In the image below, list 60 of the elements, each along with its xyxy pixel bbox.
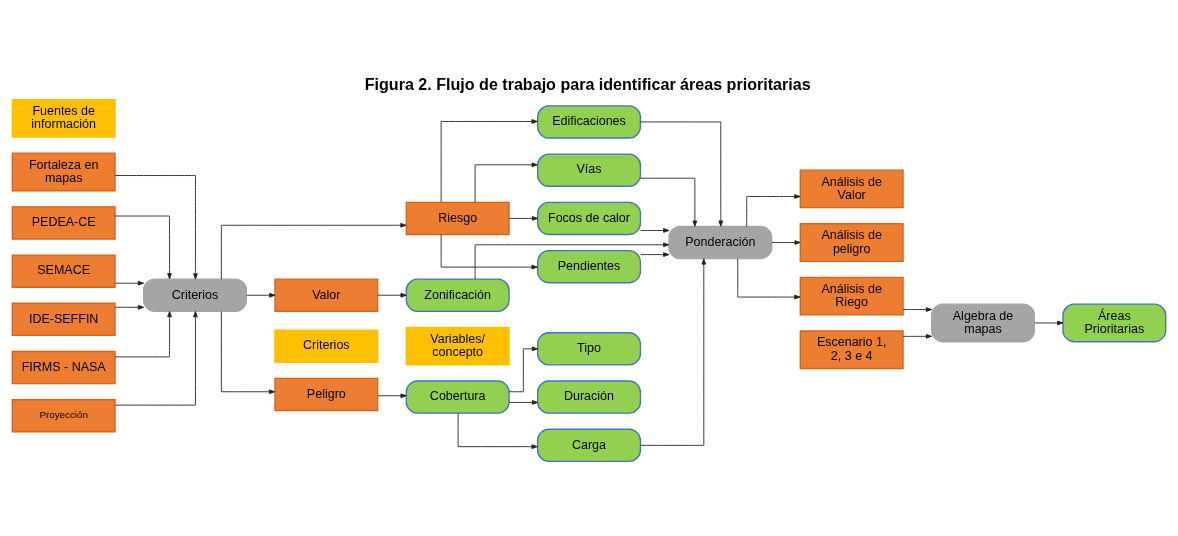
node-box: Algebra de mapas bbox=[930, 303, 1036, 343]
arrow bbox=[474, 242, 670, 280]
node-box: IDE-SEFFIN bbox=[11, 302, 116, 337]
arrow bbox=[639, 177, 698, 227]
node-box: Análisis de Riego bbox=[799, 276, 904, 316]
node-box: Ponderación bbox=[668, 225, 773, 260]
arrow bbox=[246, 292, 276, 298]
node-box: Variables/ concepto bbox=[405, 326, 510, 366]
arrow bbox=[640, 228, 670, 233]
arrow bbox=[377, 393, 407, 399]
arrow bbox=[640, 252, 670, 257]
arrow bbox=[440, 234, 538, 270]
arrow bbox=[377, 292, 407, 298]
node-box: Fuentes de información bbox=[11, 98, 116, 138]
arrow bbox=[737, 258, 801, 300]
arrow bbox=[220, 311, 276, 395]
node-box: Vías bbox=[536, 153, 642, 187]
node-box: SEMACE bbox=[11, 254, 116, 288]
diagram-title: Figura 2. Flujo de trabajo para identificar áreas prioritarias bbox=[364, 75, 811, 94]
arrow bbox=[640, 258, 707, 446]
arrow bbox=[114, 175, 198, 280]
node-box: Pendientes bbox=[536, 249, 642, 284]
node-box: Edificaciones bbox=[536, 105, 642, 139]
node-box: Peligro bbox=[274, 377, 379, 412]
arrow bbox=[508, 400, 539, 405]
node-box: Tipo bbox=[536, 332, 642, 366]
arrow bbox=[902, 307, 933, 312]
node-box: Cobertura bbox=[405, 380, 510, 414]
node-box: Análisis de peligro bbox=[799, 223, 904, 262]
arrow bbox=[508, 346, 539, 393]
node-box: Duración bbox=[536, 380, 642, 414]
arrow bbox=[114, 311, 172, 358]
node-box: Escenario 1, 2, 3 e 4 bbox=[799, 330, 904, 370]
node-box: Análisis de Valor bbox=[799, 169, 904, 209]
node-box: PEDEA-CE bbox=[11, 206, 116, 240]
arrow bbox=[114, 280, 145, 286]
node-box: Fortaleza en mapas bbox=[11, 152, 116, 192]
node-box: Áreas Prioritarias bbox=[1062, 303, 1167, 343]
node-box: Focos de calor bbox=[536, 201, 642, 236]
node-box: Criterios bbox=[142, 278, 248, 312]
arrow bbox=[640, 121, 724, 227]
arrow bbox=[1034, 320, 1064, 326]
node-box: Carga bbox=[536, 428, 642, 463]
arrow bbox=[220, 222, 407, 280]
arrow bbox=[771, 240, 801, 245]
arrow bbox=[114, 215, 172, 280]
arrow bbox=[746, 194, 801, 227]
arrow bbox=[457, 412, 538, 449]
node-box: Criterios bbox=[274, 329, 379, 363]
arrow bbox=[902, 334, 933, 339]
node-box: Zonificación bbox=[405, 278, 510, 312]
arrow bbox=[508, 216, 539, 221]
node-box: Proyección bbox=[11, 399, 116, 433]
arrow bbox=[440, 119, 538, 203]
node-box: Valor bbox=[274, 278, 379, 312]
node-box: Riesgo bbox=[405, 201, 510, 236]
arrow bbox=[114, 305, 145, 310]
arrow bbox=[114, 311, 198, 406]
node-box: FIRMS - NASA bbox=[11, 350, 116, 385]
arrow bbox=[474, 162, 538, 203]
